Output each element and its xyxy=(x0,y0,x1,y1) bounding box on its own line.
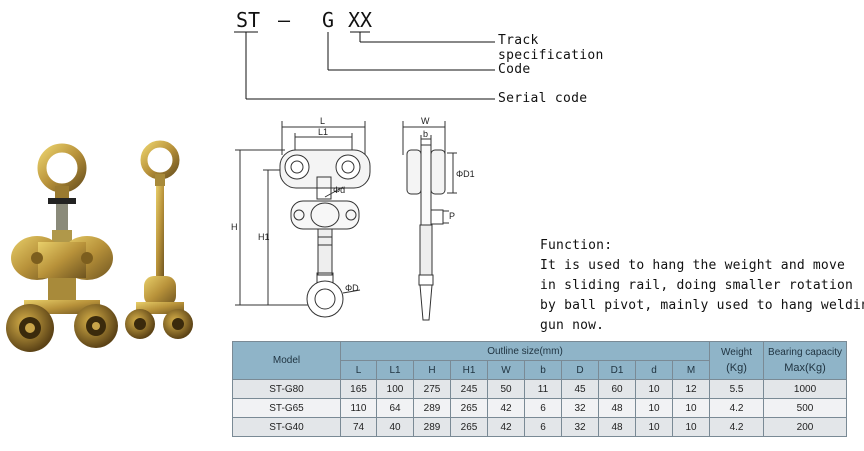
dim-label-l1: L1 xyxy=(318,127,328,137)
function-line-2: in sliding rail, doing smaller rotation xyxy=(540,278,854,293)
cell: 60 xyxy=(598,379,636,399)
large-trolley-image xyxy=(6,143,118,352)
header-weight: Weight (Kg) xyxy=(709,341,765,380)
cell: 42 xyxy=(487,398,525,418)
cell: 64 xyxy=(376,398,414,418)
subheader-h1: H1 xyxy=(450,360,488,380)
code-part-dash: — xyxy=(278,8,291,32)
cell: 100 xyxy=(376,379,414,399)
cell-weight: 4.2 xyxy=(709,398,765,418)
header-capacity-line-2: Max(Kg) xyxy=(784,362,826,374)
code-leader-lines xyxy=(234,31,495,100)
function-line-4: gun now. xyxy=(540,318,605,333)
label-serial-code: Serial code xyxy=(498,91,588,106)
subheader-b: b xyxy=(524,360,562,380)
header-model: Model xyxy=(232,341,341,380)
cell-weight: 5.5 xyxy=(709,379,765,399)
cell: 32 xyxy=(561,398,599,418)
label-track-specification: Track specification xyxy=(498,33,604,63)
cell: 10 xyxy=(635,379,673,399)
table-row: ST-G40 74 40 289 265 42 6 32 48 10 10 4.… xyxy=(232,417,848,437)
code-part-g: G xyxy=(322,8,335,32)
small-trolley-image xyxy=(125,140,193,339)
cell: 245 xyxy=(450,379,488,399)
subheader-h: H xyxy=(413,360,451,380)
cell: 48 xyxy=(598,398,636,418)
subheader-w: W xyxy=(487,360,525,380)
model-code-diagram: ST — G XX Track specification Code Seria… xyxy=(230,0,650,110)
cell-weight: 4.2 xyxy=(709,417,765,437)
cell: 48 xyxy=(598,417,636,437)
cell: 40 xyxy=(376,417,414,437)
cell: 32 xyxy=(561,417,599,437)
function-line-3: by ball pivot, mainly used to hang weldi… xyxy=(540,298,864,313)
header-weight-line-2: (Kg) xyxy=(726,362,747,374)
dim-label-d-eye: ΦD xyxy=(345,283,359,293)
header-bearing-capacity: Bearing capacity Max(Kg) xyxy=(763,341,848,380)
code-part-xx: XX xyxy=(348,8,373,32)
header-weight-line-1: Weight xyxy=(721,347,752,358)
cell: 275 xyxy=(413,379,451,399)
cell: 50 xyxy=(487,379,525,399)
cell: 10 xyxy=(635,417,673,437)
cell-model: ST-G65 xyxy=(232,398,341,418)
cell-capacity: 500 xyxy=(763,398,848,418)
header-outline-size: Outline size(mm) xyxy=(339,341,711,361)
function-description: Function: It is used to hang the weight … xyxy=(540,236,864,336)
cell-capacity: 1000 xyxy=(763,379,848,399)
function-line-1: It is used to hang the weight and move xyxy=(540,258,846,273)
cell: 10 xyxy=(671,398,711,418)
dim-label-d-small: Φd xyxy=(333,185,345,195)
cell: 10 xyxy=(635,398,673,418)
subheader-l1: L1 xyxy=(376,360,414,380)
table-row: ST-G65 110 64 289 265 42 6 32 48 10 10 4… xyxy=(232,398,848,418)
dim-label-h1: H1 xyxy=(258,232,270,242)
cell-capacity: 200 xyxy=(763,417,848,437)
header-capacity-line-1: Bearing capacity xyxy=(768,347,842,358)
code-part-st: ST xyxy=(236,8,261,32)
cell: 6 xyxy=(524,398,562,418)
cell: 45 xyxy=(561,379,599,399)
cell-model: ST-G40 xyxy=(232,417,341,437)
table-row: ST-G80 165 100 275 245 50 11 45 60 10 12… xyxy=(232,379,848,399)
cell: 289 xyxy=(413,398,451,418)
cell: 265 xyxy=(450,417,488,437)
cell: 165 xyxy=(340,379,377,399)
cell: 10 xyxy=(671,417,711,437)
dim-label-p: P xyxy=(449,211,455,221)
subheader-l: L xyxy=(340,360,377,380)
cell: 74 xyxy=(340,417,377,437)
label-code: Code xyxy=(498,62,531,77)
cell: 11 xyxy=(524,379,562,399)
subheader-d1: D1 xyxy=(598,360,636,380)
dim-label-b: b xyxy=(423,129,428,139)
dim-label-d1: ΦD1 xyxy=(456,169,475,179)
dim-label-l: L xyxy=(320,116,325,126)
technical-drawing: L L1 H H1 Φd ΦD W b ΦD1 P xyxy=(231,116,475,321)
specification-table: Model Outline size(mm) Weight (Kg) Beari… xyxy=(232,341,848,437)
cell: 265 xyxy=(450,398,488,418)
subheader-d-large: D xyxy=(561,360,599,380)
subheader-m: M xyxy=(671,360,711,380)
subheader-d-small: d xyxy=(635,360,673,380)
function-heading: Function: xyxy=(540,238,613,253)
cell: 12 xyxy=(671,379,711,399)
cell: 42 xyxy=(487,417,525,437)
cell: 6 xyxy=(524,417,562,437)
dim-label-w: W xyxy=(421,116,430,126)
cell-model: ST-G80 xyxy=(232,379,341,399)
product-photo xyxy=(6,140,193,352)
dim-label-h: H xyxy=(231,222,238,232)
cell: 289 xyxy=(413,417,451,437)
cell: 110 xyxy=(340,398,377,418)
